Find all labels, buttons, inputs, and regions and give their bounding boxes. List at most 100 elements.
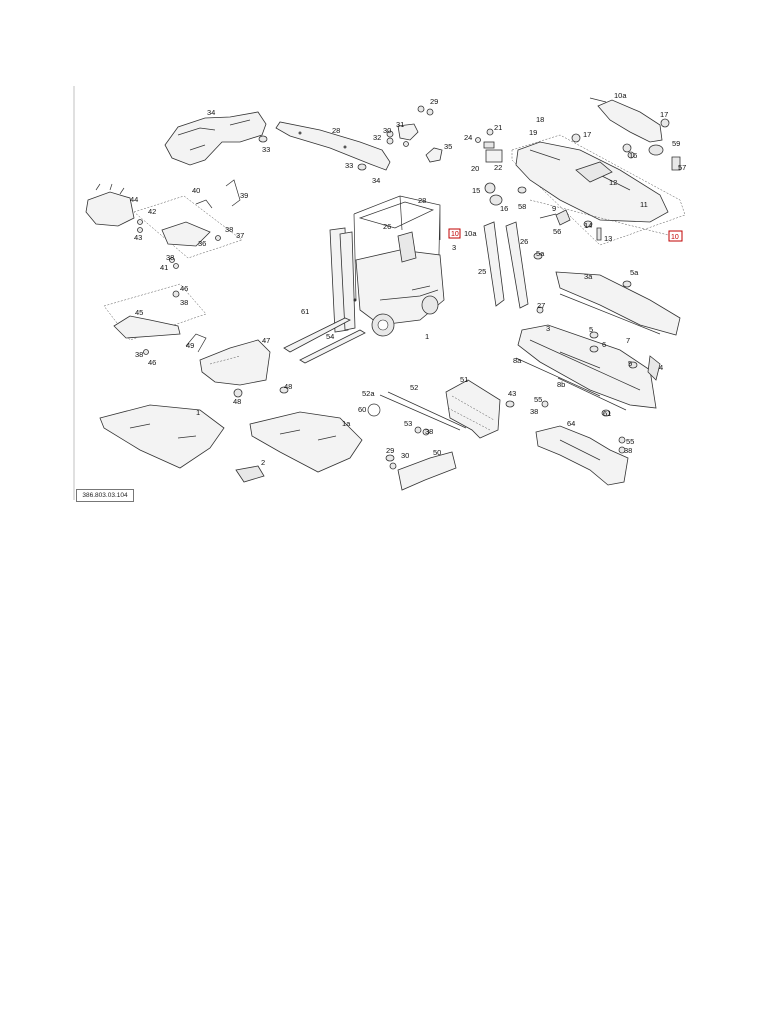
- label-57: 57: [678, 163, 686, 172]
- label-48a: 48: [284, 382, 292, 391]
- label-5a-b: 5a: [630, 268, 639, 277]
- label-12: 12: [609, 178, 617, 187]
- label-1-left: 1: [196, 408, 200, 417]
- part-64-cover: [535, 425, 629, 486]
- label-43b: 43: [134, 233, 142, 242]
- label-16b: 16: [500, 204, 508, 213]
- label-28-top: 28: [332, 126, 340, 135]
- label-14: 14: [584, 221, 592, 230]
- label-11: 11: [640, 200, 648, 209]
- label-35: 35: [444, 142, 452, 151]
- label-3b: 3: [546, 324, 550, 333]
- part-45-bracket: [103, 283, 207, 355]
- label-31: 31: [396, 120, 404, 129]
- part-36-41-bracket: [133, 179, 243, 269]
- label-36: 36: [198, 239, 206, 248]
- label-13: 13: [604, 234, 612, 243]
- label-53: 53: [404, 419, 412, 428]
- part-50-panel: [385, 451, 457, 491]
- label-45: 45: [135, 308, 143, 317]
- label-55a: 55: [534, 395, 542, 404]
- label-24: 24: [464, 133, 472, 142]
- label-41: 41: [160, 263, 168, 272]
- svg-text:10: 10: [451, 231, 459, 238]
- label-43: 43: [508, 389, 516, 398]
- label-38f: 38: [225, 225, 233, 234]
- label-5-b: 5: [628, 359, 632, 368]
- part-1-floor-plate: [99, 404, 225, 469]
- part-11-12-roof: [511, 133, 686, 246]
- label-17b: 17: [660, 110, 668, 119]
- highlight-label-10-right: 10: [668, 230, 683, 242]
- label-58: 58: [518, 202, 526, 211]
- label-10a-mid: 10a: [464, 229, 477, 238]
- label-17a: 17: [583, 130, 591, 139]
- label-37: 37: [236, 231, 244, 240]
- label-15: 15: [472, 186, 480, 195]
- part-labels: 34 33 28 29 30 31 32 33 35 24 21 20 22 1…: [130, 91, 686, 467]
- label-34-top: 34: [207, 108, 215, 117]
- label-29: 29: [430, 97, 438, 106]
- label-8b: 8b: [557, 380, 565, 389]
- part-2-pad: [235, 465, 265, 483]
- label-9: 9: [552, 204, 556, 213]
- part-3-floor-panel: [515, 324, 661, 417]
- label-59: 59: [672, 139, 680, 148]
- small-parts-20-24: [475, 128, 503, 163]
- label-21: 21: [494, 123, 502, 132]
- label-2: 2: [261, 458, 265, 467]
- label-39: 39: [240, 191, 248, 200]
- label-52: 52: [410, 383, 418, 392]
- forklift-assembly: [283, 195, 445, 364]
- label-46b: 46: [180, 284, 188, 293]
- label-5-a: 5: [589, 325, 593, 334]
- label-1-mid: 1: [425, 332, 429, 341]
- part-1a-floor-plate: [249, 411, 363, 473]
- reference-code: 386.803.03.104: [76, 489, 134, 502]
- label-50: 50: [433, 448, 441, 457]
- label-34-mid: 34: [372, 176, 380, 185]
- label-30b: 30: [401, 451, 409, 460]
- label-33: 33: [262, 145, 270, 154]
- label-61b: 61: [603, 409, 611, 418]
- label-26b: 26: [520, 237, 528, 246]
- label-52a: 52a: [362, 389, 375, 398]
- label-10a-top: 10a: [614, 91, 627, 100]
- label-38d: 38: [135, 350, 143, 359]
- label-64: 64: [567, 419, 575, 428]
- label-44: 44: [130, 195, 138, 204]
- label-47: 47: [262, 336, 270, 345]
- label-25: 25: [478, 267, 486, 276]
- label-48b: 48: [233, 397, 241, 406]
- label-38c: 38: [425, 427, 433, 436]
- label-61: 61: [301, 307, 309, 316]
- highlight-label-10-center: 10: [448, 228, 461, 239]
- label-27: 27: [537, 301, 545, 310]
- label-33b: 33: [345, 161, 353, 170]
- label-42: 42: [148, 207, 156, 216]
- label-7: 7: [626, 336, 630, 345]
- part-44-assembly: [85, 183, 143, 233]
- small-parts-29-35: [386, 105, 443, 163]
- label-28-mid: 28: [418, 196, 426, 205]
- part-34-cowl: [164, 111, 268, 166]
- label-32: 32: [373, 133, 381, 142]
- label-49: 49: [186, 341, 194, 350]
- label-38a: 38: [530, 407, 538, 416]
- label-3a-mid: 3: [452, 243, 456, 252]
- label-22: 22: [494, 163, 502, 172]
- part-28-bar: [275, 121, 391, 171]
- label-6: 6: [602, 340, 606, 349]
- label-38g: 38: [166, 253, 174, 262]
- label-26a: 26: [383, 222, 391, 231]
- part-25-26-uprights: [483, 221, 543, 309]
- label-5a-a: 5a: [536, 249, 545, 258]
- part-51-mat: [445, 379, 515, 439]
- label-60: 60: [358, 405, 366, 414]
- label-16a: 16: [629, 151, 637, 160]
- label-30: 30: [383, 126, 391, 135]
- label-55b: 55: [626, 437, 634, 446]
- label-18: 18: [536, 115, 544, 124]
- label-46a: 46: [148, 358, 156, 367]
